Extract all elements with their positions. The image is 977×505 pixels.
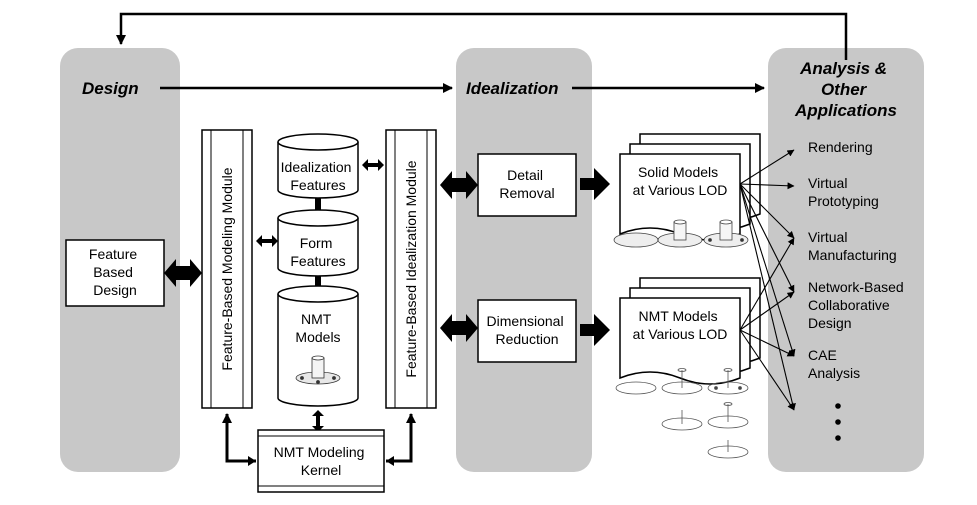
- nmt-part-thumbnails: [615, 368, 749, 459]
- svg-text:Form Features: Form Features: [290, 235, 345, 269]
- detail-removal-label: Detail Removal: [499, 167, 554, 201]
- idealization-features-cylinder: Idealization Features: [277, 133, 359, 199]
- app-cae-analysis: CAE Analysis: [808, 347, 860, 381]
- idealization-module-box: [385, 129, 437, 409]
- app-network-collaborative-design: Network-Based Collaborative Design: [808, 279, 908, 331]
- nmt-models-line-1: NMT: [301, 311, 332, 327]
- kernel-to-idealization-arrow: [386, 413, 416, 463]
- svg-text:Idealization Features: Idealization Features: [281, 159, 356, 193]
- feature-modeling-module-label: Feature-Based Modeling Module: [219, 167, 235, 370]
- solid-models-label: Solid Models at Various LOD: [633, 164, 728, 198]
- analysis-title-line-1: Analysis &: [799, 59, 887, 78]
- nmt-kernel-label: NMT Modeling Kernel: [274, 444, 369, 478]
- form-features-cylinder: Form Features: [277, 209, 359, 277]
- applications-list: Rendering Virtual Prototyping Virtual Ma…: [808, 139, 908, 381]
- feature-based-design-line-2: Based: [93, 264, 133, 280]
- feature-based-design-label: Feature Based Design: [89, 246, 141, 298]
- dimensional-reduction-line-2: Reduction: [495, 331, 558, 347]
- dimensional-reduction-box: [477, 299, 577, 363]
- kernel-to-modeling-arrow: [222, 413, 256, 463]
- nmt-models-line-2: Models: [295, 329, 340, 345]
- idealization-module-label: Feature-Based Idealization Module: [403, 160, 419, 377]
- detail-removal-line-2: Removal: [499, 185, 554, 201]
- feedback-loop-arrow: [116, 12, 848, 60]
- feature-modeling-module-box: [201, 129, 253, 409]
- dimensional-reduction-label: Dimensional Reduction: [487, 313, 568, 347]
- form-features-line-2: Features: [290, 253, 345, 269]
- detail-removal-box: [477, 153, 577, 217]
- idealization-title: Idealization: [466, 79, 559, 98]
- block-arrows-right: [580, 168, 610, 346]
- solid-models-line-1: Solid Models: [638, 164, 718, 180]
- idealization-column: [456, 48, 592, 472]
- feature-based-design-line-3: Design: [93, 282, 137, 298]
- svg-text:NMT Models: NMT Models: [295, 311, 340, 345]
- solid-models-line-2: at Various LOD: [633, 182, 728, 198]
- feature-based-design-box: [65, 239, 165, 307]
- more-applications-dots: [835, 403, 841, 441]
- dimensional-reduction-line-1: Dimensional: [487, 313, 564, 329]
- detail-removal-line-1: Detail: [507, 167, 543, 183]
- analysis-column: [768, 48, 924, 472]
- nmt-part-illustration: [295, 355, 341, 385]
- analysis-title-line-2: Other: [821, 80, 868, 99]
- small-double-arrows: [256, 159, 384, 432]
- fanout-arrows: [739, 149, 796, 411]
- design-title: Design: [82, 79, 139, 98]
- idealization-features-line-2: Features: [290, 177, 345, 193]
- feature-based-design-line-1: Feature: [89, 246, 137, 262]
- analysis-title-line-3: Applications: [794, 101, 897, 120]
- big-double-arrows: [164, 171, 478, 342]
- app-virtual-manufacturing: Virtual Manufacturing: [808, 229, 897, 263]
- nmt-models-lod-line-2: at Various LOD: [633, 326, 728, 342]
- nmt-models-lod-line-1: NMT Models: [639, 308, 718, 324]
- solid-part-thumbnails: [613, 219, 749, 248]
- nmt-kernel-line-1: NMT Modeling: [274, 444, 365, 460]
- nmt-kernel-line-2: Kernel: [301, 462, 341, 478]
- form-features-line-1: Form: [300, 235, 333, 251]
- nmt-models-cylinder: NMT Models: [277, 285, 359, 407]
- idealization-features-line-1: Idealization: [281, 159, 352, 175]
- solid-models-documents: [619, 133, 761, 241]
- nmt-models-documents: [619, 277, 761, 385]
- analysis-title: Analysis & Other Applications: [794, 59, 897, 120]
- nmt-models-lod-label: NMT Models at Various LOD: [633, 308, 728, 342]
- app-virtual-prototyping: Virtual Prototyping: [808, 175, 879, 209]
- nmt-kernel-box: [257, 429, 385, 493]
- app-rendering: Rendering: [808, 139, 873, 155]
